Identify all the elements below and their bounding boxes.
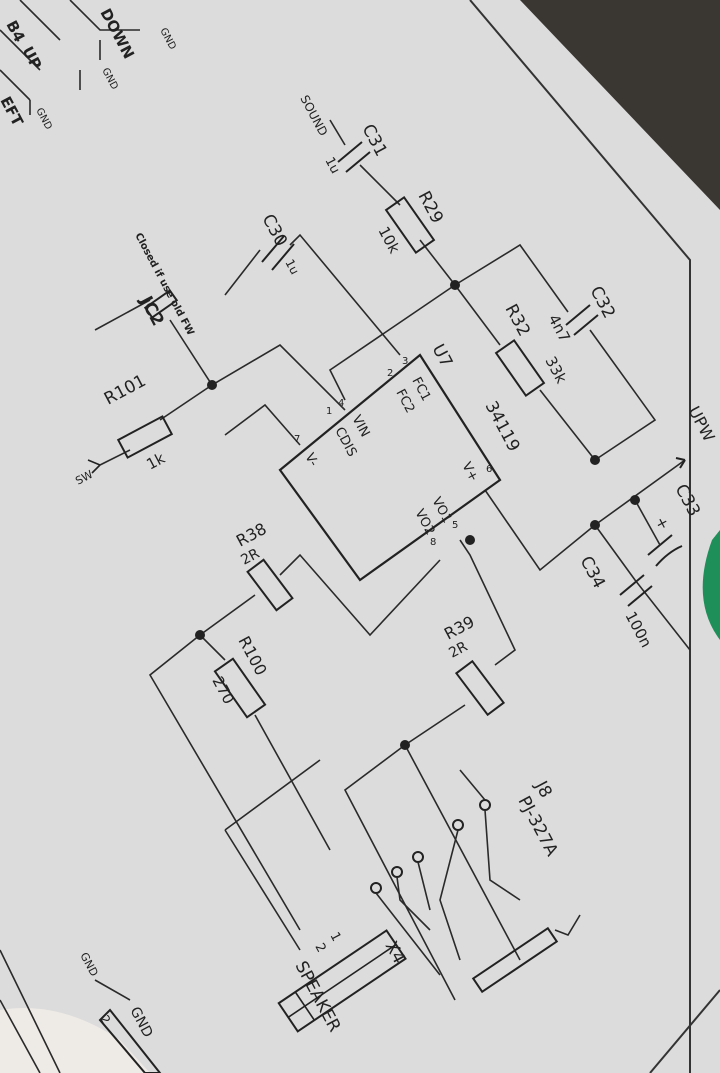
- c30-value: 1u: [282, 257, 302, 277]
- pin-6-number: 6: [486, 464, 492, 475]
- pin-7-number: 7: [294, 434, 300, 445]
- pin-5-number: 5: [452, 520, 458, 531]
- pin-1-number: 1: [326, 406, 332, 417]
- sheet-border-bottom: [649, 989, 720, 1073]
- pin-4-number: 4: [338, 398, 344, 409]
- pin-2-number: 2: [387, 368, 393, 379]
- green-object: [702, 530, 720, 640]
- sheet-border: [469, 0, 691, 1073]
- foreground-paper: [0, 1008, 150, 1073]
- r39-value: 2R: [446, 639, 470, 662]
- resistor-r32: R32 33k: [494, 301, 571, 398]
- r38-value: 2R: [238, 546, 262, 569]
- pin-3-number: 3: [402, 356, 408, 367]
- pin-8-number: 8: [430, 537, 436, 548]
- c31-value: 1u: [321, 155, 342, 177]
